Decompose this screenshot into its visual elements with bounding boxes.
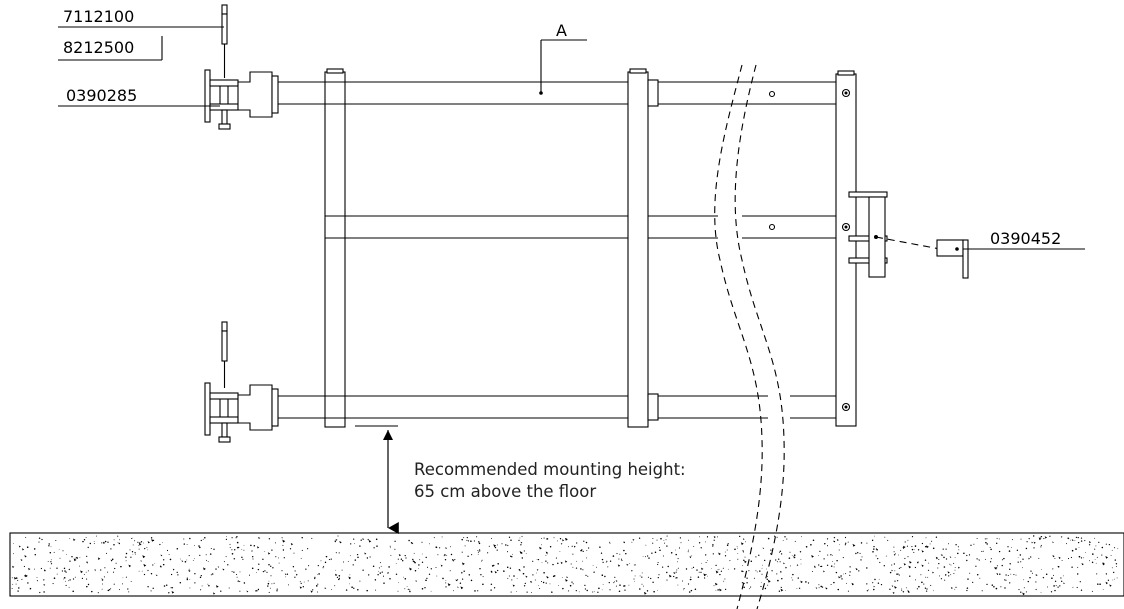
arrow-up-head	[383, 430, 393, 440]
break-line-left	[714, 64, 763, 609]
label-top-rail: A	[556, 21, 567, 40]
hinge-lug-lower	[209, 103, 239, 111]
break-line-right	[734, 64, 785, 609]
mounting-note-line1: Recommended mounting height:	[414, 460, 686, 479]
upright-left	[324, 71, 346, 428]
label-bolt-part: 7112100	[63, 7, 134, 26]
upright-right	[835, 73, 857, 427]
label-hinge-bracket-part: 0390285	[66, 86, 137, 105]
latch-keeper	[936, 239, 964, 257]
hinge-body-bottom	[237, 384, 273, 431]
label-nut-part: 8212500	[63, 38, 134, 57]
leader-lines	[58, 26, 1085, 250]
mounting-height-dimension	[355, 425, 399, 534]
upright-middle	[627, 71, 649, 428]
wall-plate	[204, 69, 211, 123]
hinge-lug-upper	[209, 79, 239, 87]
gate-rails	[278, 81, 836, 419]
hinge-assembly-bottom	[204, 321, 279, 443]
latch-leader-dashed	[875, 236, 941, 250]
hinge-assembly-top	[204, 4, 279, 130]
floor-texture	[11, 535, 1119, 596]
break-lines	[714, 64, 785, 609]
gate-uprights	[324, 68, 857, 428]
floor-outline	[9, 532, 1124, 597]
latch-assembly	[848, 191, 969, 279]
bolt-nut-end	[221, 109, 228, 125]
label-latch-part: 0390452	[990, 229, 1061, 248]
hinge-body	[237, 71, 273, 118]
bolt-shank	[221, 13, 228, 45]
wall-plate-bottom	[204, 382, 211, 436]
bolt-head	[221, 4, 228, 15]
mounting-note-line2: 65 cm above the floor	[414, 482, 596, 501]
floor-slab	[9, 532, 1124, 597]
